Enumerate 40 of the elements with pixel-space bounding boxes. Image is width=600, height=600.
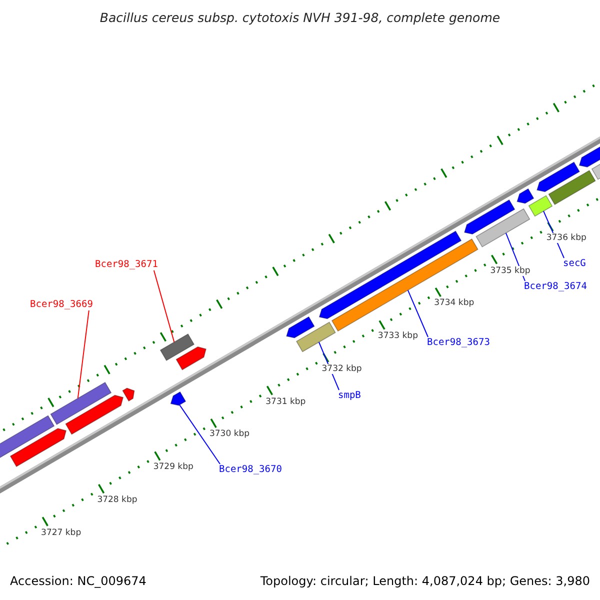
scale-label: 3727 kbp <box>40 528 82 538</box>
leader-line <box>407 290 428 338</box>
gene-feature <box>464 199 516 234</box>
scale-label: 3728 kbp <box>96 494 138 506</box>
gene-feature <box>10 428 67 468</box>
gene-feature <box>122 388 135 402</box>
gene-box <box>296 322 336 352</box>
scale-label: 3733 kbp <box>376 331 419 342</box>
summary-text: Topology: circular; Length: 4,087,024 bp; Genes: 3,980 <box>260 574 590 588</box>
scale-label: 3730 kbp <box>208 429 251 440</box>
gene-label: Bcer98_3674 <box>524 281 587 292</box>
gene-box <box>331 238 478 332</box>
gene-feature <box>65 394 124 435</box>
gene-label: Bcer98_3670 <box>219 464 282 476</box>
gene-feature <box>286 316 315 338</box>
gene-label: Bcer98_3673 <box>427 337 490 348</box>
gene-box <box>160 333 195 362</box>
leader-line <box>77 310 90 399</box>
gene-box <box>50 382 112 426</box>
accession-text: Accession: NC_009674 <box>10 574 146 588</box>
scale-label: 3729 kbp <box>152 462 194 472</box>
gene-feature <box>536 162 580 192</box>
gene-box <box>528 195 553 217</box>
gene-feature <box>170 391 186 406</box>
gene-label: secG <box>563 258 586 270</box>
gene-label: Bcer98_3671 <box>95 259 158 270</box>
scale-label: 3736 kbp <box>545 232 588 243</box>
gene-box <box>476 208 530 248</box>
leader-line <box>179 404 220 464</box>
scale-label: 3735 kbp <box>489 266 532 276</box>
gene-box <box>548 170 596 206</box>
gene-box <box>0 415 55 460</box>
gene-label: smpB <box>338 390 361 402</box>
gene-feature <box>516 188 534 204</box>
gene-feature <box>176 346 206 370</box>
scale-label: 3734 kbp <box>433 298 476 308</box>
gene-label: Bcer98_3669 <box>30 299 93 310</box>
scale-label: 3732 kbp <box>320 364 363 374</box>
title: Bacillus cereus subsp. cytotoxis NVH 391-98, complete genome <box>98 10 502 25</box>
scale-label: 3731 kbp <box>264 396 307 407</box>
